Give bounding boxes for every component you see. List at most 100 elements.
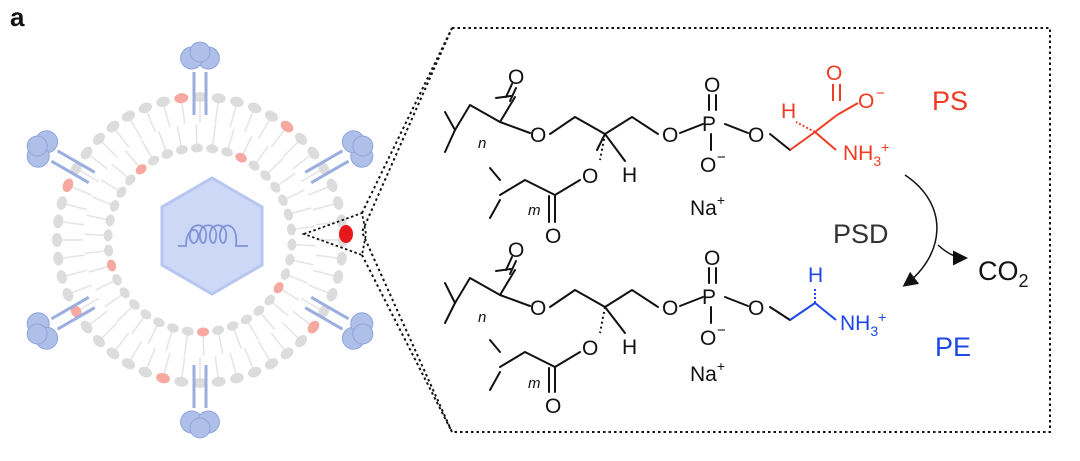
spike-stalk bbox=[304, 306, 344, 331]
spike-stalk bbox=[310, 159, 350, 184]
lipid-head bbox=[156, 96, 170, 108]
lipid-head bbox=[116, 186, 127, 198]
lipid-head bbox=[104, 244, 114, 257]
lipid-head bbox=[140, 309, 152, 320]
lipid-head bbox=[62, 287, 74, 302]
ps-subscript-n: n bbox=[478, 135, 486, 152]
lipid-head bbox=[318, 161, 330, 176]
lipid-head bbox=[264, 358, 279, 370]
pe-o-phos-double: O bbox=[704, 247, 720, 270]
lipid-head bbox=[260, 170, 271, 181]
lipid-head bbox=[106, 120, 120, 133]
spike-head bbox=[352, 135, 374, 157]
lipid-head bbox=[212, 325, 225, 335]
pe-p: P bbox=[702, 286, 716, 309]
lipid-head bbox=[248, 160, 260, 171]
pe-o-phos-minus: O bbox=[700, 327, 716, 350]
ps-na: Na+ bbox=[690, 192, 725, 220]
spike-head bbox=[26, 135, 48, 157]
pe-label: PE bbox=[935, 332, 971, 362]
lipid-head bbox=[56, 196, 68, 210]
spike-stalk bbox=[310, 296, 350, 321]
lipid-head bbox=[270, 181, 281, 193]
lipid-head bbox=[278, 194, 288, 207]
lipid-head bbox=[106, 347, 120, 360]
co2-release-arrow-icon bbox=[937, 244, 968, 266]
pe-subscript-m: m bbox=[528, 375, 541, 392]
ps-o-carbonyl2: O bbox=[545, 225, 561, 248]
lipid-head bbox=[280, 268, 291, 280]
lipid-head bbox=[53, 214, 64, 229]
lipid-head bbox=[307, 320, 320, 334]
lipid-head bbox=[119, 287, 130, 299]
lipid-head bbox=[211, 376, 226, 387]
spike-stalk bbox=[56, 149, 96, 174]
spike-stalk bbox=[56, 306, 96, 331]
lipid-head bbox=[138, 366, 153, 378]
lipid-head bbox=[280, 347, 294, 360]
lipid-head bbox=[112, 273, 122, 286]
lipid-head bbox=[190, 143, 203, 153]
ps-o-phos-double: O bbox=[704, 74, 720, 97]
lipid-head bbox=[235, 152, 247, 163]
spike-protein-icon bbox=[304, 130, 374, 184]
pe-o-phos1: O bbox=[662, 297, 678, 320]
lipid-head bbox=[273, 282, 284, 294]
ps-h-glycerol: H bbox=[622, 164, 637, 187]
pe-o-phos2: O bbox=[748, 297, 764, 320]
ps-h: H bbox=[781, 100, 796, 123]
lipid-head bbox=[92, 132, 105, 145]
lipid-head bbox=[326, 287, 338, 302]
lipid-head bbox=[135, 164, 147, 175]
lipid-head bbox=[336, 214, 347, 229]
pe-o-ester1: O bbox=[530, 297, 546, 320]
ps-subscript-m: m bbox=[528, 202, 541, 219]
reaction-arrow-icon bbox=[902, 174, 938, 287]
spike-stalk bbox=[50, 296, 90, 321]
lipid-head bbox=[295, 132, 308, 145]
lipid-head bbox=[285, 253, 295, 266]
lipid-head bbox=[193, 378, 207, 388]
lipid-head bbox=[230, 372, 244, 384]
ps-o-phos2: O bbox=[748, 124, 764, 147]
lipid-head bbox=[247, 102, 262, 114]
lipid-head bbox=[121, 358, 136, 370]
spike-head bbox=[189, 41, 211, 63]
lipid-head bbox=[264, 110, 279, 122]
spike-stalk bbox=[50, 159, 90, 184]
lipid-head bbox=[221, 147, 233, 157]
lipid-head bbox=[318, 304, 330, 319]
pe-h-glycerol: H bbox=[622, 336, 637, 359]
pe-o-ester2: O bbox=[582, 337, 598, 360]
zoom-wedge bbox=[301, 211, 367, 257]
ps-o-carbonyl: O bbox=[508, 66, 524, 89]
lipid-head bbox=[240, 314, 253, 325]
lipid-head bbox=[53, 251, 64, 266]
ps-o-carboxyl: O bbox=[826, 62, 842, 85]
lipid-head bbox=[230, 96, 244, 108]
lipid-head bbox=[121, 110, 136, 122]
lipid-bilayer bbox=[52, 92, 348, 388]
lipid-head bbox=[295, 335, 308, 348]
pe-structure: n O O O P O O − O H NH3+ O H O bbox=[444, 239, 886, 418]
lipid-head bbox=[175, 145, 188, 155]
lipid-head bbox=[70, 161, 82, 176]
pe-na: Na+ bbox=[690, 358, 725, 386]
spike-protein-icon bbox=[304, 296, 374, 350]
lipid-head bbox=[147, 155, 160, 166]
lipid-head bbox=[283, 208, 294, 221]
virus-particle-icon bbox=[26, 41, 374, 439]
lipid-head bbox=[129, 299, 140, 310]
lipid-head bbox=[181, 326, 194, 336]
highlighted-lipid-icon bbox=[339, 225, 353, 243]
pe-h: H bbox=[808, 264, 823, 287]
lipid-head bbox=[326, 178, 338, 193]
capsid-core bbox=[160, 176, 264, 296]
lipid-head bbox=[287, 238, 297, 251]
spike-proteins bbox=[26, 41, 374, 439]
ps-o-carboxylate: O bbox=[858, 90, 874, 113]
lipid-head bbox=[80, 146, 93, 160]
pe-o-carbonyl: O bbox=[508, 239, 524, 262]
